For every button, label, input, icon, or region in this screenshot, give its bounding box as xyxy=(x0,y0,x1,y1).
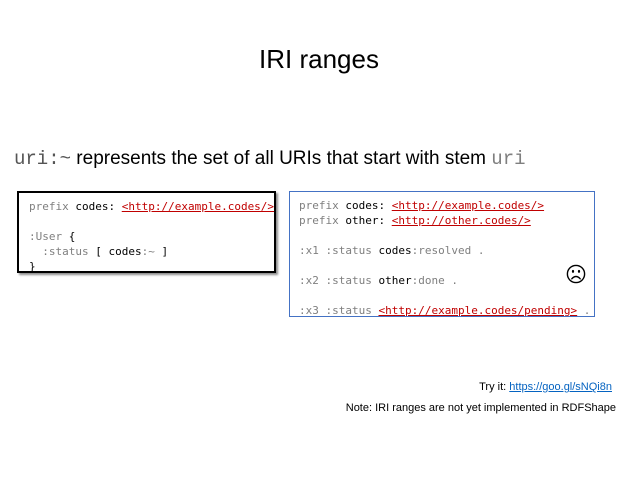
code-blank-line xyxy=(299,228,594,243)
code-keyword: . xyxy=(444,274,458,287)
code-keyword: :~ xyxy=(141,245,155,258)
code-blank-line xyxy=(299,288,594,303)
code-text: { xyxy=(62,230,76,243)
code-text: [ codes xyxy=(88,245,142,258)
iri-link[interactable]: <http://example.codes/> xyxy=(121,200,275,213)
code-text: codes: xyxy=(68,200,116,213)
code-keyword: prefix xyxy=(29,200,69,213)
try-it-label: Try it: xyxy=(479,381,510,393)
code-keyword: :status xyxy=(318,244,372,257)
code-text: other xyxy=(371,274,412,287)
code-line: prefix other: <http://other.codes/> xyxy=(299,213,594,228)
code-text: codes xyxy=(371,244,412,257)
data-code-box: prefix codes: <http://example.codes/>pre… xyxy=(289,191,595,317)
code-blank-line xyxy=(29,214,274,229)
code-text: other: xyxy=(338,214,386,227)
code-keyword: prefix xyxy=(299,199,339,212)
code-keyword: :x2 xyxy=(299,274,319,287)
description-code-suffix: uri xyxy=(491,148,526,170)
code-line: prefix codes: <http://example.codes/> xyxy=(299,198,594,213)
code-keyword: :status xyxy=(318,274,372,287)
code-keyword: :x1 xyxy=(299,244,319,257)
description: uri:~ represents the set of all URIs tha… xyxy=(14,148,526,170)
note-text: Note: IRI ranges are not yet implemented… xyxy=(345,402,616,414)
page-title: IRI ranges xyxy=(259,44,379,74)
code-text: ] xyxy=(154,245,169,258)
description-text: represents the set of all URIs that star… xyxy=(71,148,492,169)
code-keyword: :status xyxy=(318,304,372,317)
code-text: codes: xyxy=(338,199,386,212)
code-line: prefix codes: <http://example.codes/> xyxy=(29,199,274,214)
iri-link[interactable]: <http://example.codes/pending> xyxy=(378,304,578,317)
code-text xyxy=(385,214,392,227)
code-line: :status [ codes:~ ] xyxy=(29,244,274,259)
shape-code-box: prefix codes: <http://example.codes/> :Us… xyxy=(17,191,276,273)
code-keyword: :resolved xyxy=(411,244,472,257)
code-keyword: :status xyxy=(42,245,89,258)
code-text xyxy=(385,199,392,212)
code-indent xyxy=(29,245,42,258)
code-keyword: :User xyxy=(29,230,63,243)
try-it-link[interactable]: https://goo.gl/sNQi8n xyxy=(509,381,612,393)
code-keyword: . xyxy=(577,304,591,317)
code-text: } xyxy=(29,260,36,273)
code-blank-line xyxy=(299,258,594,273)
code-line: :x2 :status other:done . xyxy=(299,273,594,288)
description-code-prefix: uri:~ xyxy=(14,148,72,170)
code-keyword: :x3 xyxy=(299,304,319,317)
iri-link[interactable]: <http://other.codes/> xyxy=(391,214,531,227)
iri-link[interactable]: <http://example.codes/> xyxy=(391,199,545,212)
code-keyword: prefix xyxy=(299,214,339,227)
code-line: :User { xyxy=(29,229,274,244)
code-keyword: :done xyxy=(411,274,445,287)
code-line: } xyxy=(29,259,274,274)
code-line: :x1 :status codes:resolved . xyxy=(299,243,594,258)
try-it-text: Try it: https://goo.gl/sNQi8n xyxy=(479,381,612,393)
code-line: :x3 :status <http://example.codes/pendin… xyxy=(299,303,594,318)
code-text xyxy=(115,200,122,213)
code-keyword: . xyxy=(471,244,485,257)
frown-face-icon xyxy=(566,264,586,284)
